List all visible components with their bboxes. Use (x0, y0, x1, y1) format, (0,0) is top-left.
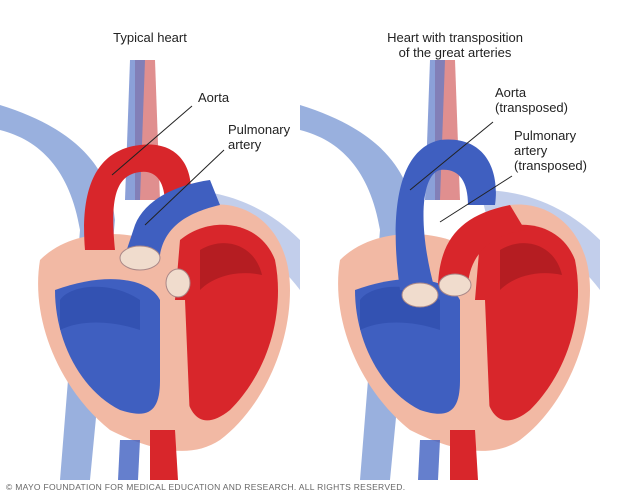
pulmonary-leader-line (144, 149, 225, 226)
aorta-leader-line (111, 105, 193, 176)
label-pulmonary-typical: Pulmonary artery (228, 122, 291, 152)
panel-title-typical: Typical heart (113, 30, 187, 45)
pulmonary-artery-transposed (438, 205, 525, 285)
typical-heart-illustration (0, 60, 300, 480)
tga-heart-illustration (300, 60, 600, 480)
label-aorta-typical: Aorta (198, 90, 230, 105)
aorta-transposed (395, 139, 496, 290)
pulmonary-leader-line (439, 175, 513, 223)
pulmonary-artery-typical (125, 180, 220, 255)
label-pulmonary-tga: Pulmonary artery (transposed) (514, 128, 587, 173)
aorta-leader-line (409, 121, 494, 191)
aorta-typical (84, 144, 191, 250)
label-aorta-tga: Aorta (transposed) (495, 85, 568, 115)
copyright-notice: © MAYO FOUNDATION FOR MEDICAL EDUCATION … (6, 482, 406, 492)
panel-title-tga: Heart with transposition of the great ar… (387, 30, 523, 60)
